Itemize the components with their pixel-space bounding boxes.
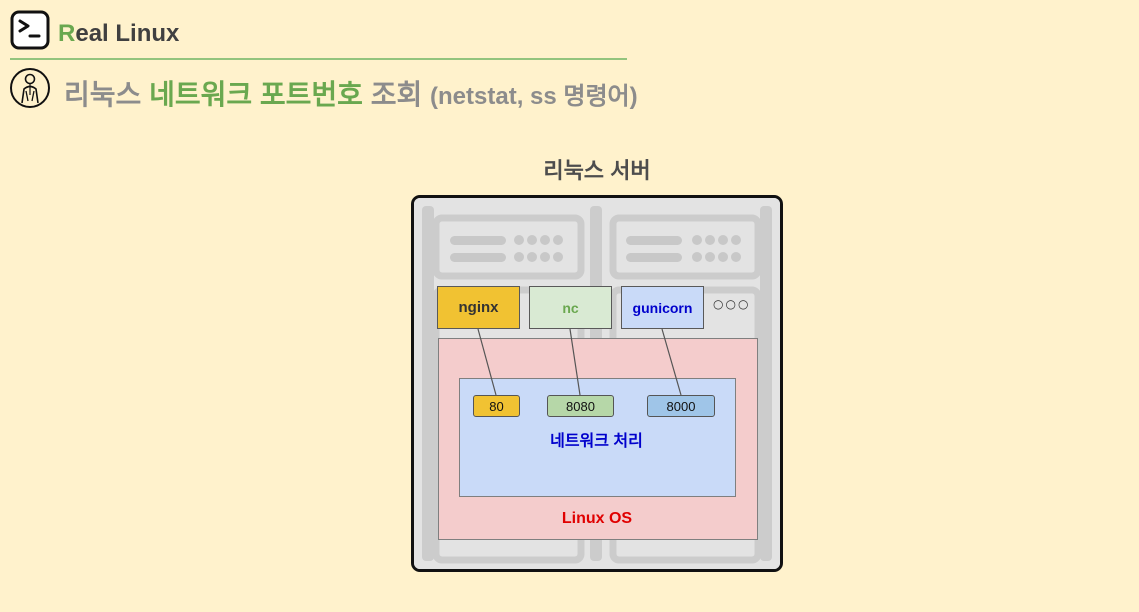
app-nc-box: nc [529, 286, 612, 329]
port-80-box: 80 [473, 395, 520, 417]
title-highlight: 네트워크 포트번호 [149, 79, 363, 110]
brand-rest: eal Linux [75, 20, 180, 47]
linux-os-label: Linux OS [561, 510, 633, 527]
port-8080-box: 8080 [547, 395, 614, 417]
title-sub: (netstat, ss 명령어) [430, 83, 638, 110]
brand-name[interactable]: Real Linux [58, 20, 179, 48]
header-divider [10, 58, 627, 60]
network-processing-label: 네트워크 처리 [550, 433, 643, 450]
brand-first-letter: R [58, 20, 76, 47]
title-part2: 조회 [362, 79, 431, 110]
terminal-icon [10, 10, 50, 50]
app-nginx-box: nginx [437, 286, 520, 329]
app-gunicorn-box: gunicorn [621, 286, 704, 329]
port-8000-box: 8000 [647, 395, 715, 417]
page-title: 리눅스 네트워크 포트번호 조회 (netstat, ss 명령어) [64, 73, 638, 113]
title-part1: 리눅스 [64, 79, 150, 110]
person-icon [10, 68, 50, 108]
server-caption: 리눅스 서버 [543, 158, 651, 183]
